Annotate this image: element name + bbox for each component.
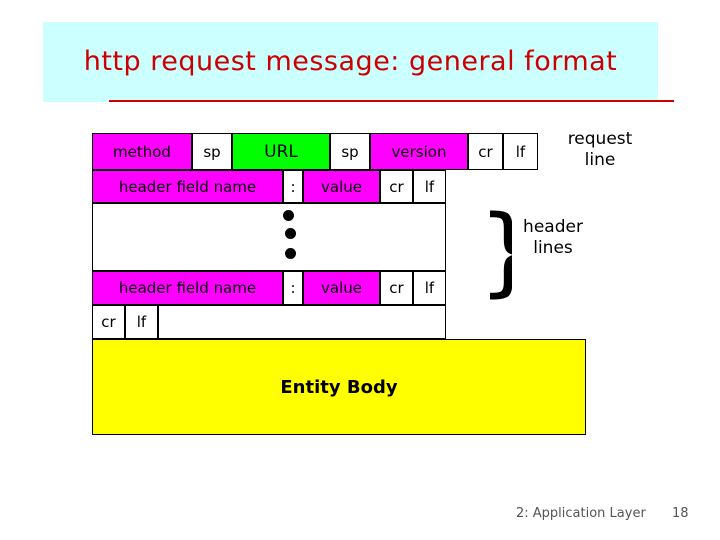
title-banner: http request message: general format [43,22,674,102]
cell-entity-body: Entity Body [92,339,586,435]
cell-blank-filler [158,305,446,339]
cell-method: method [92,133,192,170]
cell-url: URL [232,133,330,170]
cell-cr-1: cr [468,133,503,170]
cell-value-1: value [303,170,380,203]
cell-colon-1: : [283,170,303,203]
footer-section-label: 2: Application Layer [516,506,646,521]
cell-lf-2: lf [413,170,446,203]
cell-lf-1: lf [503,133,538,170]
curly-brace-icon: } [478,196,512,306]
ellipsis-dot-icon [283,210,294,221]
cell-header-field-name-1: header field name [92,170,283,203]
label-header-lines: header lines [523,217,583,258]
cell-sp-2: sp [330,133,370,170]
cell-cr-3: cr [380,271,413,305]
ellipsis-dot-icon [285,248,296,259]
footer-page-number: 18 [672,506,689,521]
cell-cr-2: cr [380,170,413,203]
cell-colon-2: : [283,271,303,305]
cell-version: version [370,133,468,170]
cell-lf-3: lf [413,271,446,305]
cell-ellipsis-region [92,203,446,271]
label-request-line: request line [567,129,633,170]
page-title: http request message: general format [83,46,618,77]
cell-lf-4: lf [125,305,158,339]
ellipsis-dot-icon [285,228,296,239]
cell-value-2: value [303,271,380,305]
title-underline [109,100,674,102]
cell-cr-4: cr [92,305,125,339]
cell-sp-1: sp [192,133,232,170]
cell-header-field-name-2: header field name [92,271,283,305]
